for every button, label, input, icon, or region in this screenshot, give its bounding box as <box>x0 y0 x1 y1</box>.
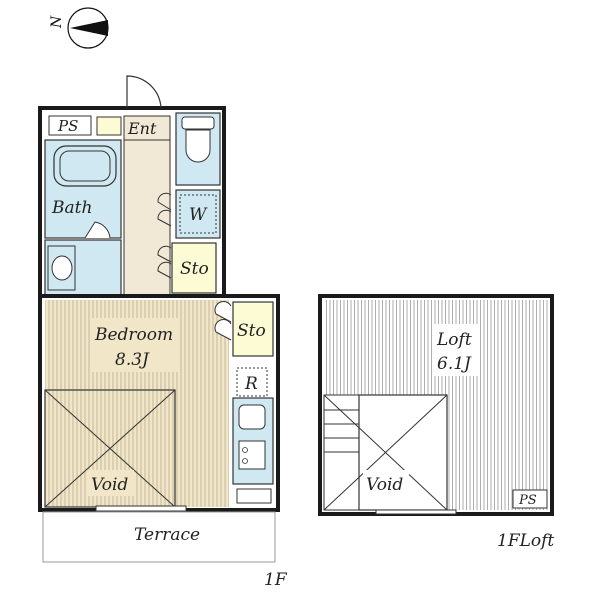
loft-name: Loft <box>436 330 472 350</box>
sink-icon <box>51 255 73 281</box>
cabinet-bottom <box>236 488 272 504</box>
floor-loft: Void Loft 6.1J PS 1FLoft <box>318 294 554 551</box>
bathtub-inner <box>59 150 111 182</box>
washer-label: W <box>189 205 208 225</box>
loft-void-label-bg <box>363 470 409 496</box>
stove-icon <box>238 440 266 470</box>
loft-void-label: Void <box>366 475 403 495</box>
void-cross-2 <box>44 389 176 508</box>
bath-door <box>84 221 111 239</box>
terrace-railing <box>42 511 276 563</box>
loft-ps-label: PS <box>518 493 537 508</box>
storage-hall-door <box>157 245 172 279</box>
loft-size: 6.1J <box>437 354 472 374</box>
burner-icon-1 <box>242 447 248 453</box>
terrace-label: Terrace <box>134 525 200 545</box>
front-door <box>126 75 162 109</box>
ps-box <box>48 115 92 136</box>
bedroom-void-label: Void <box>91 475 128 495</box>
kitchen-sink <box>238 404 266 430</box>
loft-window <box>375 509 457 515</box>
entrance-area <box>123 115 171 141</box>
entrance-label: Ent <box>127 119 157 138</box>
bedroom-label-bg <box>92 318 180 372</box>
refrigerator-space <box>236 367 268 397</box>
compass: N <box>49 7 109 49</box>
void-label-bg <box>88 470 134 496</box>
loft-ps-box <box>512 489 548 509</box>
storage-bedroom-label: Sto <box>237 321 266 341</box>
loft-void-cross-2 <box>323 394 448 511</box>
bath-label: Bath <box>51 198 92 218</box>
loft-floor-label: 1FLoft <box>497 531 554 551</box>
refrigerator-label: R <box>244 374 258 394</box>
ps-label: PS <box>57 117 78 135</box>
floor-1f: PS Bath Ent W Sto <box>38 75 288 590</box>
toilet-tank <box>181 116 215 130</box>
burner-icon-2 <box>242 458 248 464</box>
washer-space <box>175 189 221 239</box>
storage-hall <box>171 242 217 294</box>
compass-needle <box>70 20 108 36</box>
bedroom-name: Bedroom <box>94 325 173 345</box>
bathtub <box>53 145 117 187</box>
entrance-storage <box>96 116 122 136</box>
hallway <box>123 139 171 296</box>
toilet-bowl <box>185 129 211 163</box>
storage-hall-label: Sto <box>180 259 209 279</box>
floor-1f-label: 1F <box>264 570 288 590</box>
storage-bedroom <box>232 301 274 357</box>
washer-pan <box>179 194 217 234</box>
bedroom-size: 8.3J <box>115 350 150 370</box>
storage-bedroom-door <box>214 301 232 341</box>
compass-north-label: N <box>49 15 65 29</box>
bedroom-window <box>95 505 187 512</box>
washer-door <box>157 192 172 227</box>
loft-label-bg <box>432 324 480 376</box>
